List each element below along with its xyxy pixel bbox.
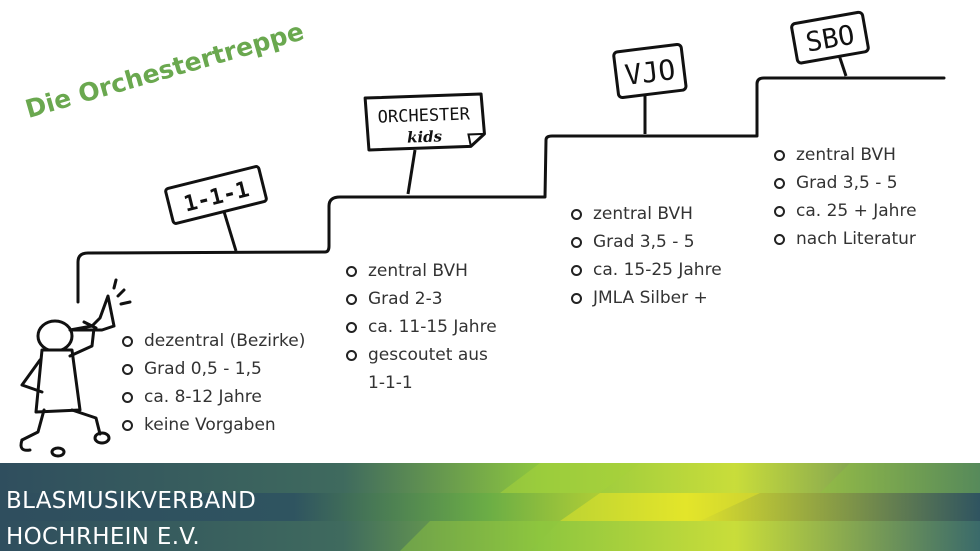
- footer-stripes: [0, 463, 980, 551]
- sign-1-1-1: 1-1-1: [164, 165, 268, 252]
- staircase-line: [76, 76, 946, 304]
- list-item: keine Vorgaben: [122, 411, 305, 439]
- list-item: zentral BVH: [571, 200, 722, 228]
- list-item: Grad 3,5 - 5: [571, 228, 722, 256]
- step-4-details: zentral BVH Grad 3,5 - 5 ca. 25 + Jahre …: [774, 141, 917, 253]
- sign-orchester-kids: ORCHESTER kids: [363, 92, 486, 195]
- list-item: JMLA Silber +: [571, 284, 722, 312]
- list-item: ca. 11-15 Jahre: [346, 313, 497, 341]
- footer-line-1: BLASMUSIKVERBAND: [6, 488, 257, 514]
- sign-vjo: VJO: [612, 42, 688, 134]
- footer-banner: BLASMUSIKVERBAND HOCHRHEIN E.V.: [0, 463, 980, 551]
- list-item: Grad 3,5 - 5: [774, 169, 917, 197]
- step-2-details: zentral BVH Grad 2-3 ca. 11-15 Jahre ges…: [346, 257, 497, 397]
- list-item: zentral BVH: [346, 257, 497, 285]
- list-item: ca. 25 + Jahre: [774, 197, 917, 225]
- list-item: 1-1-1: [368, 373, 413, 393]
- list-item: zentral BVH: [774, 141, 917, 169]
- list-item: dezentral (Bezirke): [122, 327, 305, 355]
- list-item: Grad 2-3: [346, 285, 497, 313]
- sign-label-vjo: VJO: [623, 53, 677, 92]
- sign-label-orchester: ORCHESTER: [377, 104, 471, 127]
- list-item: gescoutet aus: [346, 341, 497, 369]
- footer-line-2: HOCHRHEIN E.V.: [6, 524, 200, 550]
- list-item: nach Literatur: [774, 225, 917, 253]
- list-item: ca. 15-25 Jahre: [571, 256, 722, 284]
- sign-sbo: SBO: [790, 10, 870, 77]
- step-1-details: dezentral (Bezirke) Grad 0,5 - 1,5 ca. 8…: [122, 327, 305, 439]
- list-item: ca. 8-12 Jahre: [122, 383, 305, 411]
- trumpet-player-illustration: [19, 278, 132, 458]
- list-item: Grad 0,5 - 1,5: [122, 355, 305, 383]
- sign-label-kids: kids: [407, 127, 443, 146]
- step-3-details: zentral BVH Grad 3,5 - 5 ca. 15-25 Jahre…: [571, 200, 722, 312]
